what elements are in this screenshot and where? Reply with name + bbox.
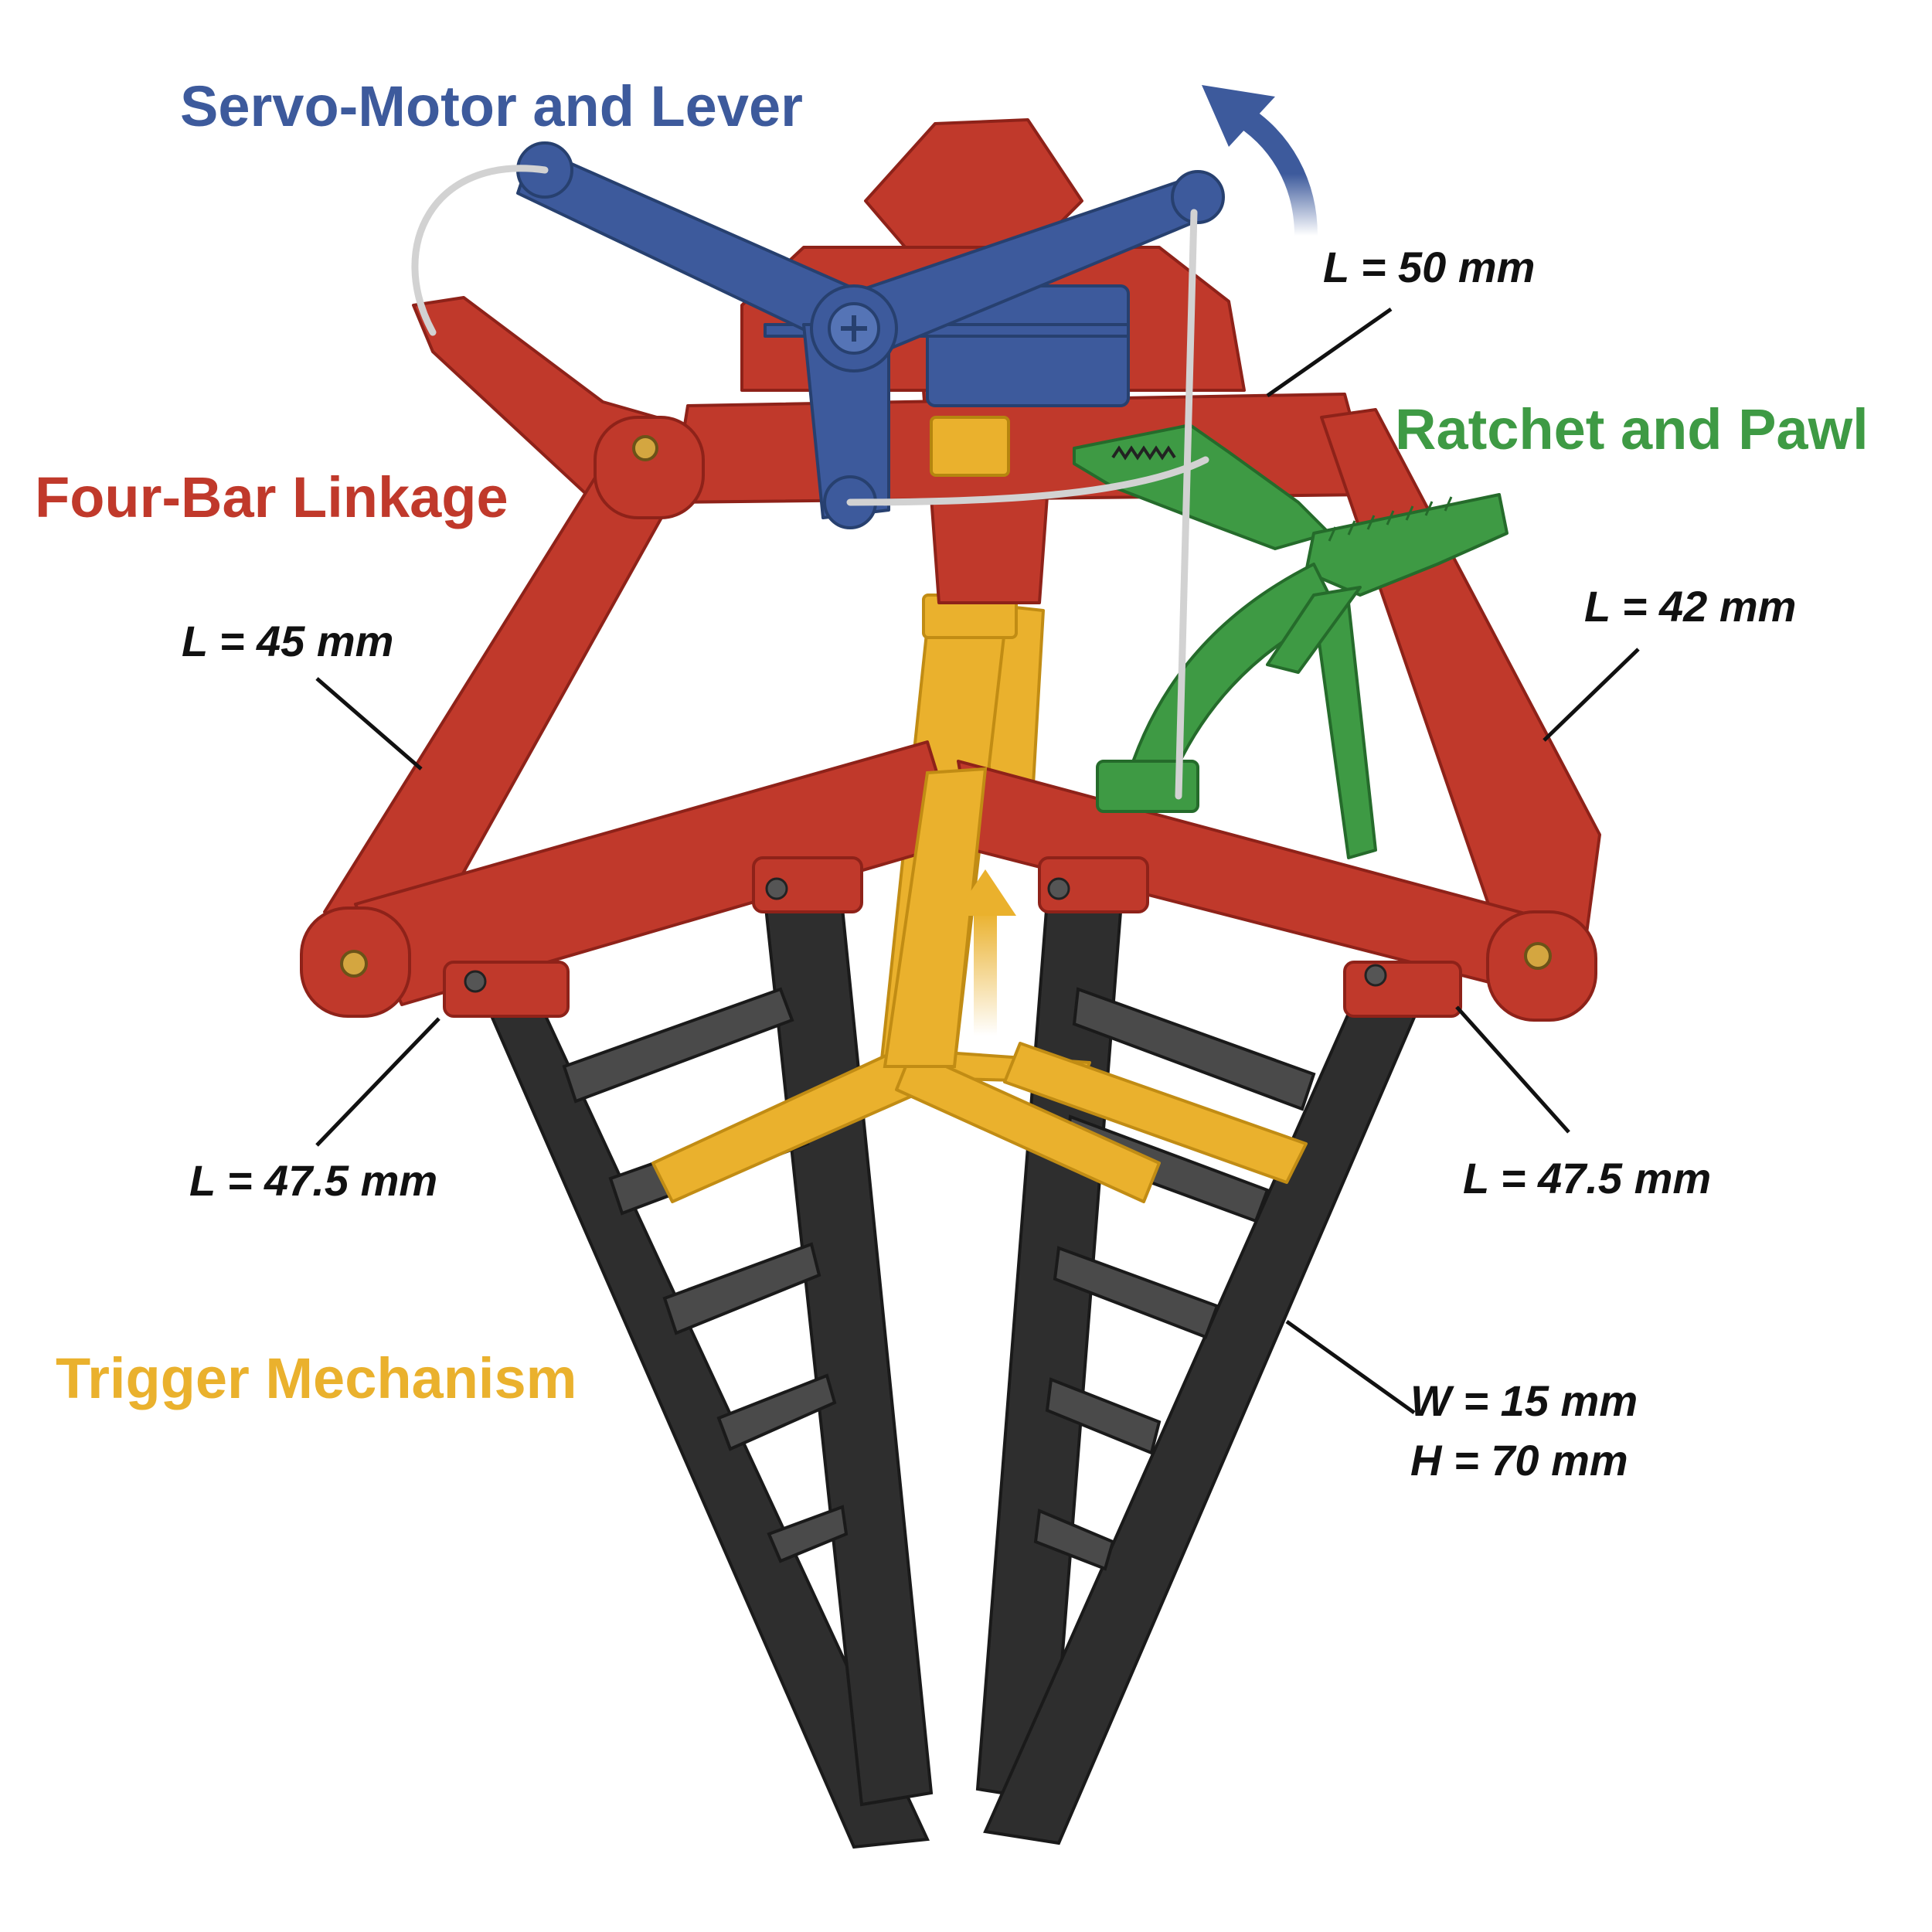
rotation-arrow-head-icon — [1202, 85, 1275, 147]
trigger-stem — [883, 767, 988, 1068]
ratchet-title: Ratchet and Pawl — [1395, 397, 1869, 461]
leader-lines — [315, 307, 1640, 1415]
dimension-left-finger: L = 47.5 mm — [189, 1156, 438, 1205]
ratchet-teeth — [1328, 496, 1453, 542]
dimension-top-link: L = 50 mm — [1323, 243, 1536, 291]
latch-block — [930, 416, 1010, 477]
dimension-right-finger: L = 47.5 mm — [1463, 1154, 1712, 1202]
four-bar-title: Four-Bar Linkage — [35, 465, 509, 529]
servo-screw — [828, 302, 880, 355]
rotation-arrow-icon — [1230, 102, 1318, 236]
dimension-left-link: L = 45 mm — [182, 617, 394, 665]
upward-arrow-shaft-icon — [974, 912, 997, 1036]
servo-title: Servo-Motor and Lever — [180, 74, 803, 138]
finger-pins — [464, 877, 1387, 993]
dimension-finger-height: H = 70 mm — [1410, 1436, 1628, 1485]
trigger-title: Trigger Mechanism — [56, 1346, 577, 1410]
pawl-spring — [1111, 445, 1176, 461]
right-finger — [975, 898, 1432, 1845]
dimension-right-link: L = 42 mm — [1584, 582, 1797, 631]
dimension-finger-width: W = 15 mm — [1410, 1376, 1638, 1425]
cables — [411, 165, 1209, 800]
upward-arrow-head-icon — [954, 869, 1016, 916]
pivot-screws — [340, 435, 1552, 978]
